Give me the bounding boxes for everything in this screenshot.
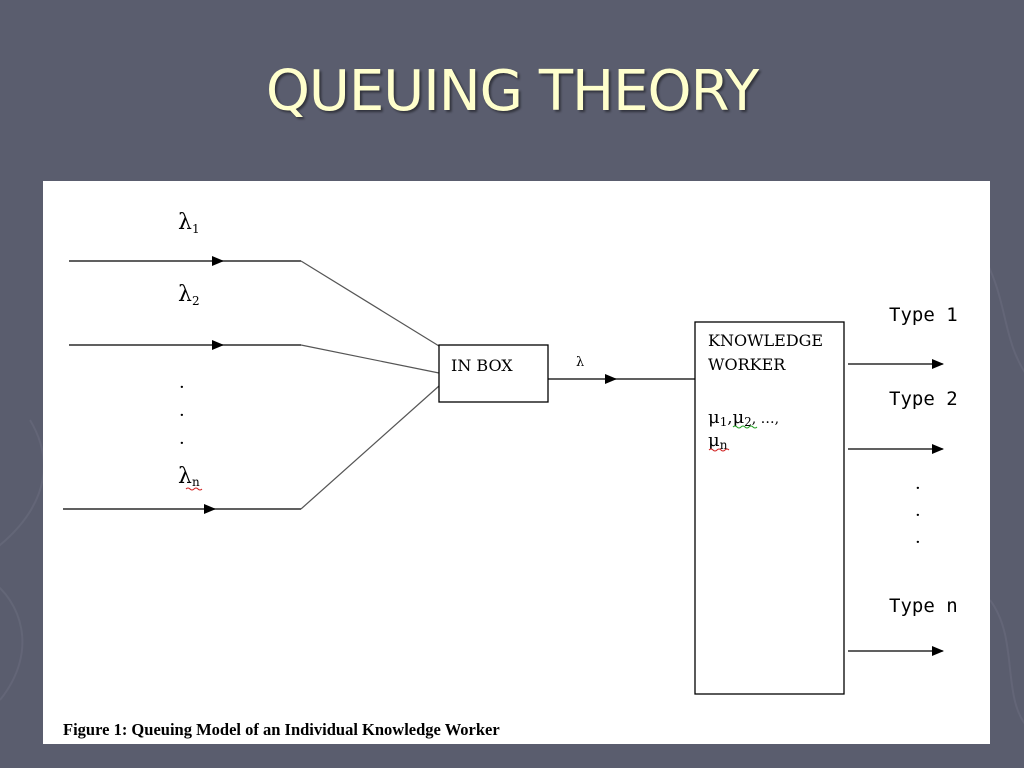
converging-lines <box>300 260 440 510</box>
output-type-1-label: Type 1 <box>889 304 958 326</box>
svg-text:·: · <box>179 433 185 454</box>
output-type-n-label: Type n <box>889 595 958 617</box>
knowledge-worker-box <box>694 321 845 695</box>
lambda-1-label: λ1 <box>178 210 200 236</box>
inbox-box <box>438 344 549 403</box>
converge-line-n <box>300 385 440 510</box>
input-arrows <box>63 256 301 514</box>
mu-n-squiggle <box>708 448 730 452</box>
svg-text:·: · <box>915 505 921 526</box>
svg-text:·: · <box>179 405 185 426</box>
service-rates-line1: μ1,μ2, …, <box>708 407 779 429</box>
worker-label-line1: KNOWLEDGE <box>708 331 823 350</box>
svg-text:·: · <box>915 478 921 499</box>
output-arrows <box>848 359 944 656</box>
output-type-2-label: Type 2 <box>889 388 958 410</box>
inbox-label: IN BOX <box>451 356 513 375</box>
converge-line-1 <box>300 260 440 347</box>
service-rates-squiggle <box>732 425 758 429</box>
lambda-n-squiggle <box>185 487 203 491</box>
lambda-2-label: λ2 <box>178 282 200 308</box>
figure-caption: Figure 1: Queuing Model of an Individual… <box>63 720 500 739</box>
input-ellipsis: · · · <box>179 377 185 454</box>
slide-title: QUEUING THEORY <box>265 59 759 124</box>
output-ellipsis: · · · <box>915 478 921 553</box>
lambda-n-label: λn <box>178 464 200 489</box>
svg-text:·: · <box>915 532 921 553</box>
queuing-model-diagram: λ1 λ2 · · · λn IN BOX λ KNOWLEDGE WORKER… <box>63 210 958 739</box>
service-rates-line2: μn <box>708 430 728 452</box>
merged-rate-label: λ <box>576 355 584 370</box>
converge-line-2 <box>300 344 440 374</box>
queuing-model-figure: λ1 λ2 · · · λn IN BOX λ KNOWLEDGE WORKER… <box>43 181 990 744</box>
svg-text:·: · <box>179 377 185 398</box>
worker-label-line2: WORKER <box>708 355 786 374</box>
